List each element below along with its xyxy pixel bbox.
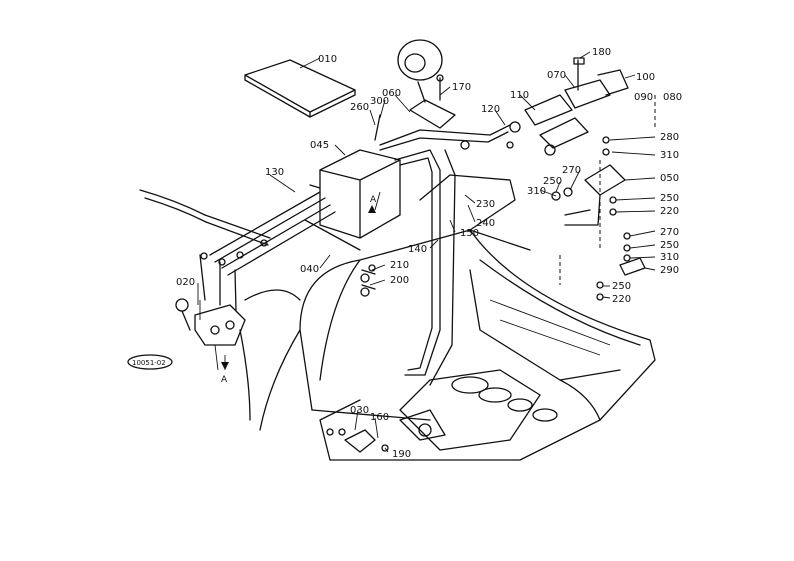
coiled-hose [139,189,271,246]
part-label-190: 190 [392,449,411,460]
part-label-180: 180 [592,47,611,58]
part-label-230: 230 [476,199,495,210]
part-label-250-b: 250 [660,240,679,251]
part-label-170: 170 [452,82,471,93]
hydraulic-hose-bundle [199,191,336,311]
part-label-060: 060 [382,88,401,99]
part-label-010: 010 [318,54,337,65]
tractor-body-outline [239,174,656,461]
part-label-250-c: 250 [612,281,631,292]
part-label-080: 080 [663,92,682,103]
mounting-bracket [559,95,656,285]
part-label-150: 150 [460,228,479,239]
cover-panel [244,59,356,118]
section-marker-lower: A [221,375,228,385]
part-label-220-lower: 220 [612,294,631,305]
part-label-220-upper: 220 [660,206,679,217]
part-label-070: 070 [547,70,566,81]
bolt-pair [360,264,376,297]
figure-code-badge: 10051-02 [127,354,173,370]
part-label-045: 045 [310,140,329,151]
part-label-270-a: 270 [562,165,581,176]
part-label-140: 140 [408,244,427,255]
figure-code-text: 10051-02 [132,359,166,367]
section-marker-upper: A [370,195,377,205]
engine-block [399,369,558,451]
part-label-120: 120 [481,104,500,115]
part-label-210: 210 [390,260,409,271]
vertical-pipes [394,149,456,386]
part-label-240: 240 [476,218,495,229]
part-label-020: 020 [176,277,195,288]
section-arrows [221,205,376,370]
part-label-260: 260 [350,102,369,113]
part-label-200: 200 [390,275,409,286]
part-label-250-d: 250 [543,176,562,187]
part-label-300: 300 [370,96,389,107]
part-label-270-b: 270 [660,227,679,238]
control-valve [175,298,246,371]
part-label-160: 160 [370,412,389,423]
top-pipe-assembly [374,114,514,151]
part-label-280: 280 [660,132,679,143]
part-label-310-b: 310 [527,186,546,197]
part-labels: 010 045 060 070 080 090 100 110 120 130 … [176,47,682,460]
part-label-290: 290 [660,265,679,276]
part-label-050: 050 [660,173,679,184]
part-label-090: 090 [634,92,653,103]
bottom-hardware [326,428,389,453]
part-label-250-a: 250 [660,193,679,204]
quick-couplers [509,69,629,156]
part-label-310-c: 310 [660,252,679,263]
part-label-030: 030 [350,405,369,416]
valve-box [304,149,401,251]
section-labels: A A [221,195,377,385]
part-label-310-a: 310 [660,150,679,161]
part-label-130: 130 [265,167,284,178]
part-label-110: 110 [510,90,529,101]
work-lamp [397,39,456,129]
part-label-100: 100 [636,72,655,83]
part-label-040: 040 [300,264,319,275]
